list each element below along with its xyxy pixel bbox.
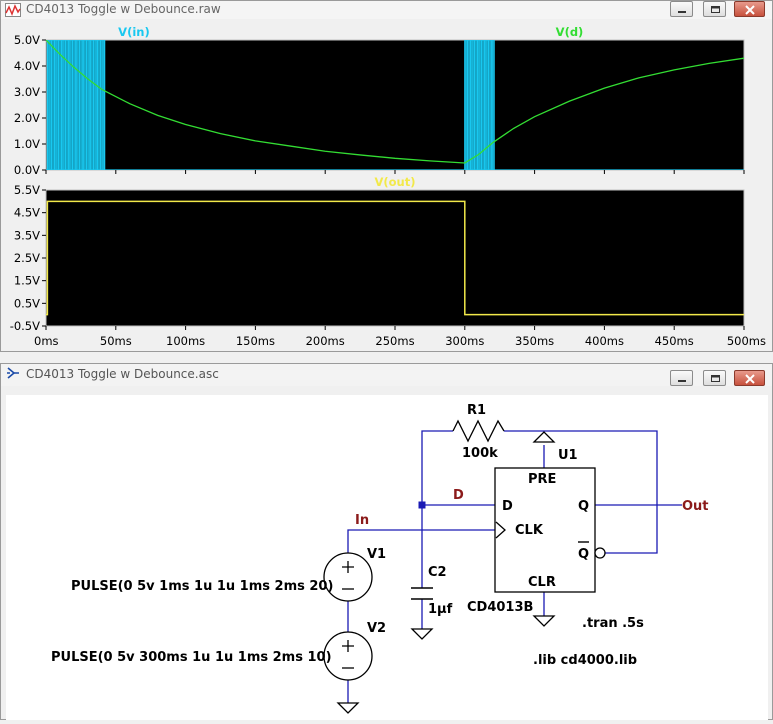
y-tick-label: 4.0V (14, 59, 40, 73)
pin-clk-label: CLK (515, 523, 544, 538)
x-tick-label: 500ms (727, 334, 766, 348)
pin-clr-label: CLR (528, 575, 556, 590)
waveform-plot[interactable]: 5.0V 4.0V 3.0V 2.0V 1.0V 0.0V V(in) V(d) 5.5V 4.… (1, 1, 773, 353)
capacitor-c2-symbol[interactable] (411, 587, 433, 600)
ground-icon (532, 615, 556, 627)
v2-ref: V2 (367, 621, 386, 636)
power-flag-icon (532, 431, 556, 443)
trace-label[interactable]: V(d) (556, 25, 584, 39)
y-tick-label: 1.0V (14, 137, 40, 151)
x-tick-label: 100ms (166, 334, 205, 348)
y-tick-label: 1.5V (14, 274, 40, 288)
x-tick-label: 450ms (655, 334, 694, 348)
y-tick-label: 0.5V (14, 296, 40, 310)
schematic-restore-button[interactable] (703, 370, 726, 386)
x-tick-label: 400ms (585, 334, 624, 348)
minimize-icon (678, 380, 686, 382)
schematic-app-icon (7, 367, 19, 379)
c2-ref: C2 (428, 565, 447, 580)
ground-icon (410, 628, 434, 640)
pane-top[interactable]: 5.0V 4.0V 3.0V 2.0V 1.0V 0.0V V(in) V(d) (14, 25, 745, 177)
x-tick-label: 200ms (306, 334, 345, 348)
schematic-minimize-button[interactable] (670, 370, 693, 386)
directive-lib[interactable]: .lib cd4000.lib (533, 653, 637, 668)
r1-ref: R1 (467, 403, 486, 418)
r1-value: 100k (462, 446, 498, 461)
wire-in-clk[interactable] (347, 529, 496, 554)
plot-background[interactable] (45, 189, 745, 327)
x-tick-label: 350ms (515, 334, 554, 348)
y-tick-label: 2.0V (14, 111, 40, 125)
v2-value: PULSE(0 5v 300ms 1u 1u 1ms 2ms 10) (51, 650, 332, 665)
pin-q-label: Q (578, 499, 589, 514)
vout-trace[interactable] (46, 200, 744, 316)
v1-value: PULSE(0 5v 1ms 1u 1u 1ms 2ms 20) (71, 579, 333, 594)
schematic-drawing[interactable]: R1 100k U1 PRE D CLK Q Q CLR CD4013B C2 … (6, 395, 768, 720)
net-label-out[interactable]: Out (682, 499, 709, 514)
pane-bottom[interactable]: 5.5V 4.5V 3.5V 2.5V 1.5V 0.5V -0.5V V(out) (10, 175, 745, 333)
pin-d-label: D (502, 499, 513, 514)
schematic-titlebar[interactable]: CD4013 Toggle w Debounce.asc (1, 364, 772, 386)
x-tick-label: 150ms (236, 334, 275, 348)
wire-qbar-feedback[interactable] (504, 430, 658, 554)
pin-pre-label: PRE (528, 472, 556, 487)
u1-ref: U1 (558, 448, 578, 463)
pin-qbar-label: Q (578, 547, 589, 562)
minimize-button[interactable] (670, 1, 693, 17)
voltage-source-v1-symbol[interactable] (323, 552, 373, 602)
wire-r1-d[interactable] (421, 430, 496, 506)
net-label-d[interactable]: D (453, 488, 464, 503)
u1-value: CD4013B (467, 600, 533, 615)
plot-background[interactable] (45, 39, 745, 171)
schematic-canvas[interactable]: R1 100k U1 PRE D CLK Q Q CLR CD4013B C2 … (6, 395, 768, 720)
close-button[interactable] (734, 1, 765, 17)
minimize-icon (678, 11, 686, 13)
y-tick-label: 2.5V (14, 251, 40, 265)
restore-icon (711, 375, 720, 382)
ic-u1-body[interactable] (494, 467, 596, 593)
y-tick-label: 4.5V (14, 206, 40, 220)
junction-d (418, 501, 426, 509)
y-tick-label: 3.0V (14, 85, 40, 99)
close-icon (745, 5, 755, 15)
x-tick-label: 300ms (445, 334, 484, 348)
waveform-window: CD4013 Toggle w Debounce.raw 5.0V 4.0V 3.0… (0, 0, 773, 352)
waveform-app-icon (5, 3, 21, 17)
waveform-titlebar[interactable]: CD4013 Toggle w Debounce.raw (1, 1, 772, 19)
schematic-close-button[interactable] (734, 370, 765, 386)
c2-value: 1µf (428, 602, 453, 617)
voltage-source-v2-symbol[interactable] (323, 631, 373, 681)
x-tick-label: 250ms (375, 334, 414, 348)
y-tick-label: 3.5V (14, 228, 40, 242)
v1-ref: V1 (367, 547, 386, 562)
close-icon (745, 374, 755, 384)
restore-button[interactable] (703, 1, 726, 17)
directive-tran[interactable]: .tran .5s (582, 616, 644, 631)
resistor-r1-symbol[interactable] (452, 419, 505, 443)
x-axis-ticks: 0ms 50ms 100ms 150ms 200ms 250ms 300ms 350ms 400… (34, 170, 766, 348)
schematic-window-title: CD4013 Toggle w Debounce.asc (26, 367, 219, 381)
y-tick-label: -0.5V (10, 319, 40, 333)
clock-input-icon (495, 521, 506, 539)
ground-icon (336, 702, 360, 714)
waveform-window-title: CD4013 Toggle w Debounce.raw (26, 2, 221, 16)
y-tick-label: 5.5V (14, 183, 40, 197)
vd-trace[interactable] (46, 40, 744, 164)
schematic-window: CD4013 Toggle w Debounce.asc (0, 363, 773, 720)
restore-icon (711, 6, 720, 13)
y-tick-label: 0.0V (14, 163, 40, 177)
x-tick-label: 0ms (34, 334, 59, 348)
y-tick-label: 5.0V (14, 33, 40, 47)
inverter-bubble-icon (594, 547, 606, 559)
net-label-in[interactable]: In (355, 513, 369, 528)
x-tick-label: 50ms (100, 334, 132, 348)
trace-label[interactable]: V(out) (375, 175, 416, 189)
trace-label[interactable]: V(in) (118, 25, 150, 39)
